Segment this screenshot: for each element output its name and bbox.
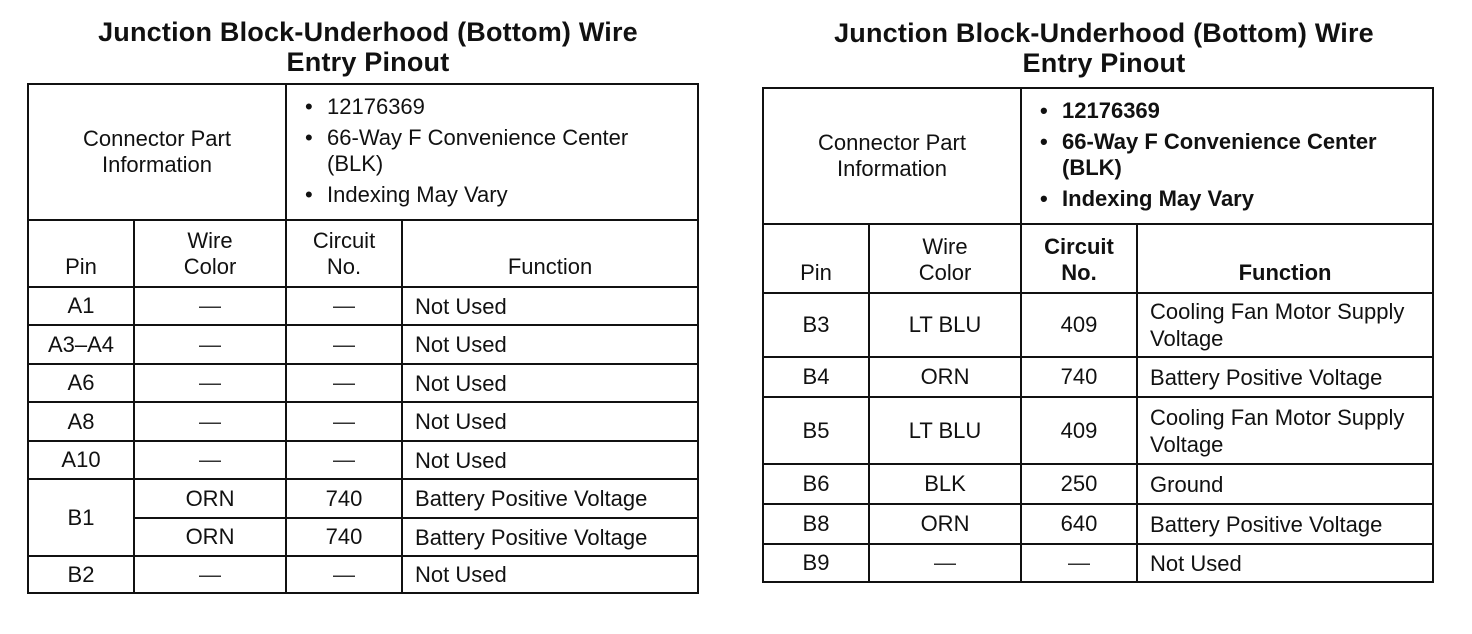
connector-part-info-list: 12176369 66-Way F Convenience Center (BL…	[285, 83, 700, 221]
connector-part-info-label: Connector Part Information	[761, 87, 1023, 225]
function-cell: Cooling Fan Motor Supply Voltage	[1136, 292, 1435, 358]
table-row: B6 BLK 250 Ground	[762, 463, 1435, 505]
wire-color-cell: LT BLU	[867, 292, 1023, 358]
header-circuit-no: Circuit No.	[1020, 223, 1139, 294]
header-function: Function	[401, 219, 700, 288]
circuit-cell: 409	[1020, 292, 1139, 358]
header-circuit-no: Circuit No.	[285, 219, 404, 288]
table-row: B2 — — Not Used	[27, 555, 700, 594]
function-cell: Ground	[1136, 463, 1435, 505]
wire-color-cell: BLK	[867, 463, 1023, 505]
table-row: A3–A4 — — Not Used	[27, 324, 700, 365]
left-table-title: Junction Block-Underhood (Bottom) Wire E…	[0, 17, 736, 77]
table-row: A1 — — Not Used	[27, 286, 700, 326]
table-row: A6 — — Not Used	[27, 363, 700, 403]
header-pin: Pin	[762, 223, 870, 294]
indexing-note: Indexing May Vary	[305, 182, 689, 208]
table-row: A8 — — Not Used	[27, 401, 700, 442]
function-cell: Battery Positive Voltage	[1136, 503, 1435, 545]
circuit-cell: 409	[1020, 396, 1139, 465]
right-title-line1: Junction Block-Underhood (Bottom) Wire	[834, 18, 1374, 48]
pin-cell: A6	[27, 363, 135, 403]
header-wire-color: Wire Color	[867, 223, 1023, 294]
wire-color-cell: —	[132, 401, 288, 442]
part-number: 12176369	[305, 94, 689, 120]
table-row: A10 — — Not Used	[27, 440, 700, 480]
wire-color-cell: ORN	[132, 478, 288, 519]
circuit-cell: 250	[1020, 463, 1139, 505]
header-wire-color: Wire Color	[132, 219, 288, 288]
circuit-cell: —	[285, 286, 404, 326]
left-title-line2: Entry Pinout	[286, 47, 450, 77]
pin-cell: B9	[762, 543, 870, 583]
pin-cell: A3–A4	[27, 324, 135, 365]
left-column-header-row: Pin Wire Color Circuit No. Function	[27, 219, 700, 288]
function-cell: Not Used	[1136, 543, 1435, 583]
function-cell: Not Used	[401, 363, 700, 403]
pin-cell: B2	[27, 555, 135, 594]
wire-color-cell: —	[132, 286, 288, 326]
connector-description: 66-Way F Convenience Center (BLK)	[1040, 129, 1424, 181]
wire-color-cell: —	[132, 440, 288, 480]
wire-color-cell: —	[132, 555, 288, 594]
function-cell: Not Used	[401, 401, 700, 442]
header-pin: Pin	[27, 219, 135, 288]
left-connector-info-row: Connector Part Information 12176369 66-W…	[26, 83, 700, 221]
connector-part-info-list: 12176369 66-Way F Convenience Center (BL…	[1020, 87, 1435, 225]
circuit-cell: —	[285, 324, 404, 365]
pin-cell: A10	[27, 440, 135, 480]
wire-color-cell: LT BLU	[867, 396, 1023, 465]
wire-color-cell: ORN	[132, 517, 288, 557]
part-number: 12176369	[1040, 98, 1424, 124]
circuit-cell: 640	[1020, 503, 1139, 545]
indexing-note: Indexing May Vary	[1040, 186, 1424, 212]
circuit-cell: —	[285, 401, 404, 442]
wire-color-cell: ORN	[867, 503, 1023, 545]
circuit-cell: —	[1020, 543, 1139, 583]
pin-cell: A8	[27, 401, 135, 442]
right-title-line2: Entry Pinout	[1022, 48, 1186, 78]
left-pinout-table: Connector Part Information 12176369 66-W…	[26, 83, 700, 594]
function-cell: Battery Positive Voltage	[401, 517, 700, 557]
function-cell: Cooling Fan Motor Supply Voltage	[1136, 396, 1435, 465]
wire-color-cell: —	[132, 324, 288, 365]
function-cell: Battery Positive Voltage	[401, 478, 700, 519]
right-pinout-table: Connector Part Information 12176369 66-W…	[761, 87, 1435, 583]
pin-cell: B1	[27, 478, 135, 557]
header-function: Function	[1136, 223, 1435, 294]
pin-cell: B5	[762, 396, 870, 465]
right-column-header-row: Pin Wire Color Circuit No. Function	[762, 223, 1435, 294]
function-cell: Not Used	[401, 324, 700, 365]
pin-cell: B4	[762, 356, 870, 398]
circuit-cell: 740	[285, 478, 404, 519]
table-row: ORN 740 Battery Positive Voltage	[28, 517, 700, 557]
function-cell: Not Used	[401, 555, 700, 594]
circuit-cell: —	[285, 555, 404, 594]
wire-color-cell: —	[867, 543, 1023, 583]
wire-color-cell: —	[132, 363, 288, 403]
right-table-title: Junction Block-Underhood (Bottom) Wire E…	[736, 18, 1472, 78]
pin-cell: B8	[762, 503, 870, 545]
pin-cell: B3	[762, 292, 870, 358]
function-cell: Battery Positive Voltage	[1136, 356, 1435, 398]
circuit-cell: 740	[285, 517, 404, 557]
function-cell: Not Used	[401, 440, 700, 480]
table-row: B9 — — Not Used	[762, 543, 1435, 583]
pin-cell: A1	[27, 286, 135, 326]
circuit-cell: —	[285, 363, 404, 403]
circuit-cell: —	[285, 440, 404, 480]
connector-part-info-label: Connector Part Information	[26, 83, 288, 221]
table-row: B5 LT BLU 409 Cooling Fan Motor Supply V…	[762, 396, 1435, 465]
table-row: B8 ORN 640 Battery Positive Voltage	[762, 503, 1435, 545]
right-connector-info-row: Connector Part Information 12176369 66-W…	[761, 87, 1435, 225]
table-row: B3 LT BLU 409 Cooling Fan Motor Supply V…	[762, 292, 1435, 358]
pin-cell: B6	[762, 463, 870, 505]
connector-description: 66-Way F Convenience Center (BLK)	[305, 125, 689, 177]
circuit-cell: 740	[1020, 356, 1139, 398]
table-row: B4 ORN 740 Battery Positive Voltage	[762, 356, 1435, 398]
table-row: B1 ORN 740 Battery Positive Voltage	[27, 478, 700, 557]
left-title-line1: Junction Block-Underhood (Bottom) Wire	[98, 17, 638, 47]
wire-color-cell: ORN	[867, 356, 1023, 398]
function-cell: Not Used	[401, 286, 700, 326]
